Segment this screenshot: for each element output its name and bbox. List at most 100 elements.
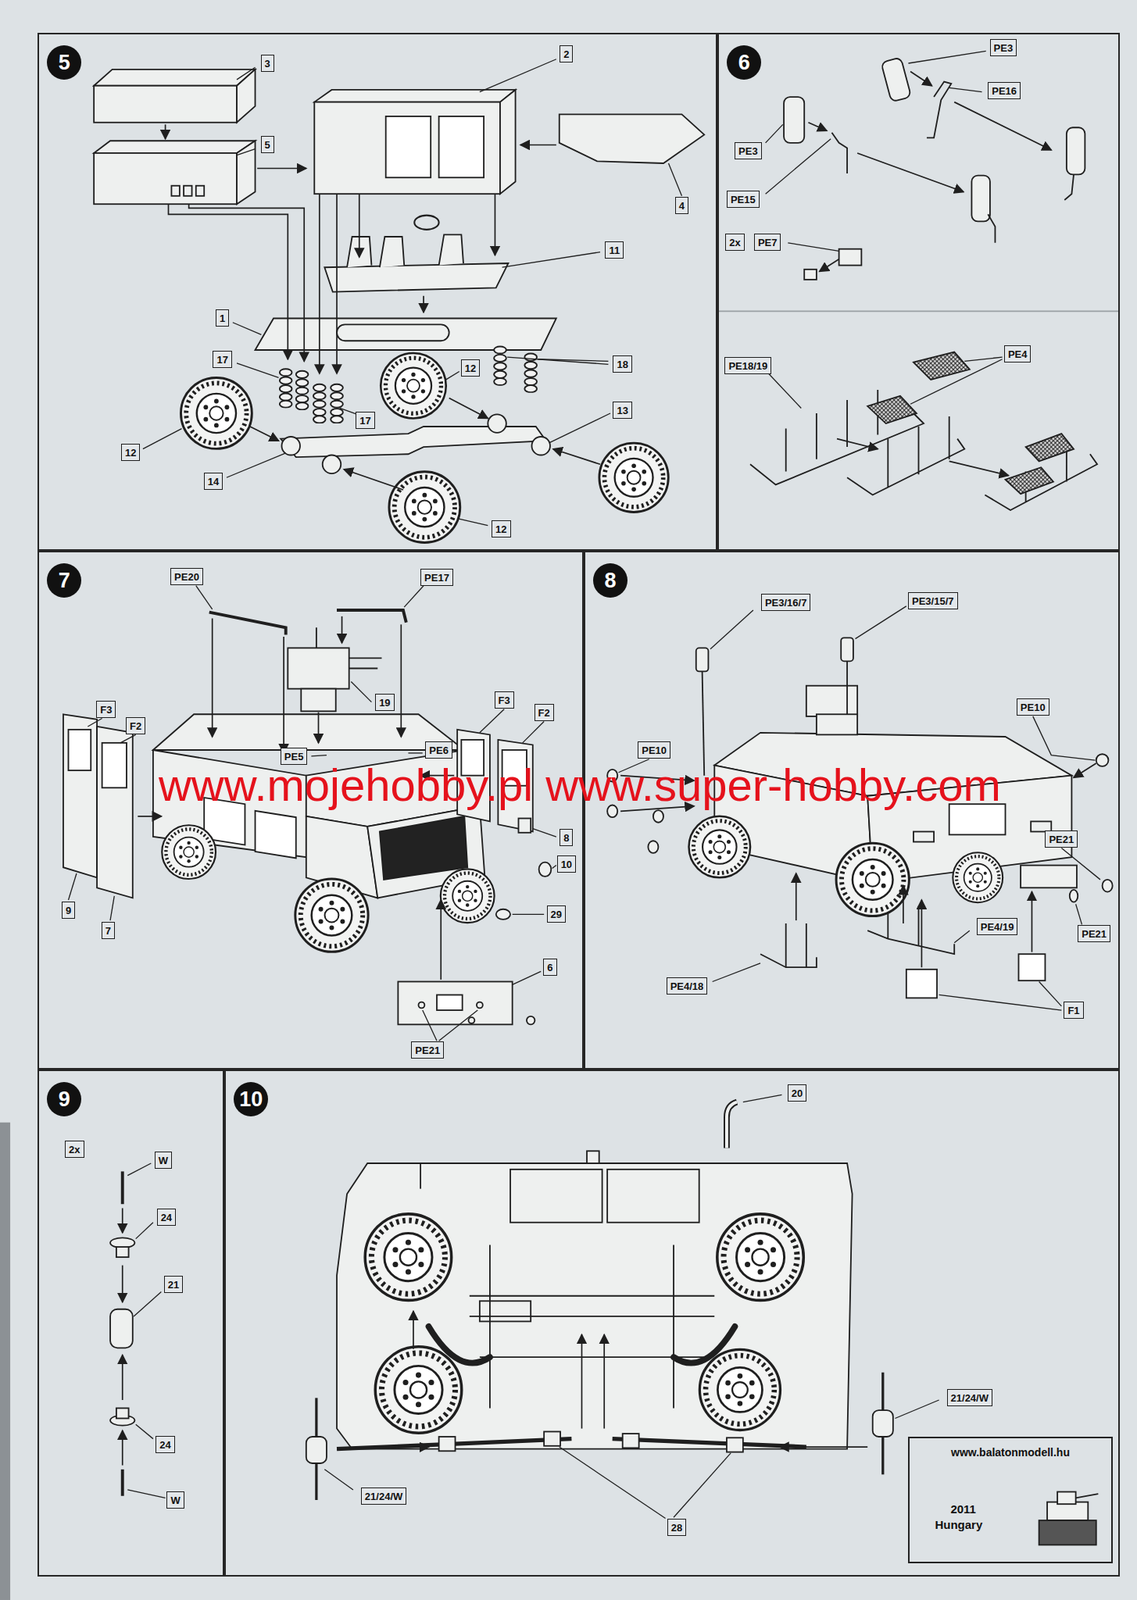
callout-box: PE4/18: [666, 977, 708, 995]
callout-number: 17: [359, 414, 371, 427]
callout-box: PE20: [170, 568, 204, 586]
country: Hungary: [934, 1518, 983, 1532]
callout-number: 17: [216, 353, 228, 366]
callout-number: PE7: [758, 236, 778, 249]
callout-box: 12: [121, 443, 140, 462]
callout-number: PE4: [1008, 348, 1028, 361]
springs: [279, 346, 537, 423]
callout-number: PE3/15/7: [911, 595, 955, 608]
step-panel: 10 20 21/24/W www.balatonmodell.hu 2011Hunga…: [224, 1069, 1120, 1577]
step-panel: 8PE3/16/7PE3/15/7PE10PE10PE21PE4/19PE21P…: [583, 550, 1120, 1070]
step10-arrows: [324, 1094, 939, 1519]
callout-box: 12: [461, 359, 480, 377]
callout-box: 9: [61, 901, 76, 919]
step7-wheels: [161, 825, 494, 952]
callout-number: PE4/18: [670, 980, 705, 993]
callout-box: 14: [203, 472, 223, 490]
callout-number: W: [158, 1154, 169, 1167]
callout-number: 21: [168, 1279, 179, 1291]
callout-number: PE18/19: [728, 360, 768, 372]
step6-parts: [717, 57, 1120, 511]
callout-number: 12: [125, 446, 136, 459]
callout-number: 4: [679, 200, 685, 212]
callout-box: 17: [355, 411, 375, 430]
callout-box: 21/24/W: [947, 1389, 993, 1407]
callout-box: PE18/19: [724, 357, 772, 375]
callout-number: PE6: [429, 744, 449, 757]
callout-box: 12: [491, 520, 511, 538]
callout-box: 7: [101, 922, 115, 940]
step-panel: 7PE20PE17F319F3F2F2PE6PE581092976PE21: [37, 550, 584, 1070]
callout-number: PE16: [991, 85, 1017, 97]
callout-number: F2: [129, 720, 142, 733]
callout-box: 20: [787, 1084, 807, 1102]
callout-box: 28: [667, 1519, 687, 1537]
maker-url: www.balatonmodell.hu: [909, 1446, 1111, 1459]
callout-box: F3: [494, 691, 515, 709]
wheels: [180, 353, 669, 544]
callout-box: PE17: [420, 568, 454, 587]
ruler-edge: [0, 1122, 11, 1600]
callout-box: 11: [604, 241, 624, 259]
step-panel: 532541111712181317121412: [37, 32, 718, 552]
callout-box: 2: [559, 45, 573, 63]
callout-box: 2x: [64, 1140, 84, 1159]
leader-lines: [143, 59, 683, 526]
callout-box: PE10: [1016, 698, 1050, 716]
callout-box: 29: [547, 905, 566, 923]
step-number: 9: [46, 1082, 82, 1117]
callout-box: F3: [96, 700, 116, 719]
callout-number: 24: [160, 1212, 172, 1224]
callout-number: 9: [65, 904, 72, 917]
callout-box: PE10: [637, 741, 671, 759]
callout-number: PE4/19: [980, 921, 1015, 934]
callout-box: 3: [261, 54, 275, 72]
callout-number: 2x: [68, 1144, 80, 1156]
callout-box: PE21: [1044, 830, 1078, 848]
callout-number: PE20: [174, 571, 200, 583]
callout-number: PE21: [1048, 833, 1074, 846]
callout-number: 11: [608, 244, 620, 257]
callout-number: 5: [264, 139, 271, 151]
callout-number: 2x: [729, 236, 741, 249]
step-number: 7: [46, 563, 82, 598]
callout-number: 29: [550, 908, 562, 921]
callout-box: PE21: [411, 1041, 444, 1059]
step-panel: 6PE3PE16PE3PE152xPE7PE4PE18/19: [717, 32, 1120, 552]
callout-box: 10: [557, 855, 576, 873]
callout-number: PE21: [414, 1044, 440, 1057]
callout-box: PE3: [990, 39, 1018, 57]
callout-number: 8: [563, 832, 569, 844]
callout-box: 21: [164, 1276, 183, 1294]
callout-number: 3: [264, 57, 271, 70]
callout-number: 28: [671, 1522, 683, 1534]
callout-box: PE15: [726, 190, 760, 208]
callout-box: 6: [543, 958, 557, 977]
step-number: 5: [46, 45, 82, 80]
callout-number: F3: [498, 694, 511, 707]
step8-wheels: [689, 816, 1004, 917]
callout-number: W: [170, 1494, 180, 1507]
step-number: 8: [593, 563, 628, 598]
step9-parts: [110, 1171, 135, 1496]
callout-number: PE21: [1081, 928, 1107, 941]
step10-underside: [306, 1102, 1099, 1546]
steering-wheel: [414, 215, 439, 230]
callout-box: PE7: [754, 233, 782, 251]
callout-number: 19: [379, 697, 390, 709]
callout-box: F2: [125, 717, 146, 735]
callout-number: 14: [207, 475, 219, 488]
callout-number: 13: [616, 404, 628, 417]
callout-box: W: [154, 1151, 172, 1170]
step-panel: 92xW242124W: [37, 1069, 225, 1577]
callout-number: 21/24/W: [951, 1392, 989, 1405]
callout-box: PE16: [987, 82, 1021, 100]
callout-box: PE4: [1004, 345, 1032, 363]
callout-box: 8: [559, 829, 573, 847]
callout-box: PE3/16/7: [761, 593, 812, 612]
year: 2011: [950, 1502, 977, 1516]
callout-box: 5: [261, 135, 275, 154]
callout-number: F1: [1067, 1004, 1080, 1017]
step-number: 10: [233, 1082, 269, 1117]
